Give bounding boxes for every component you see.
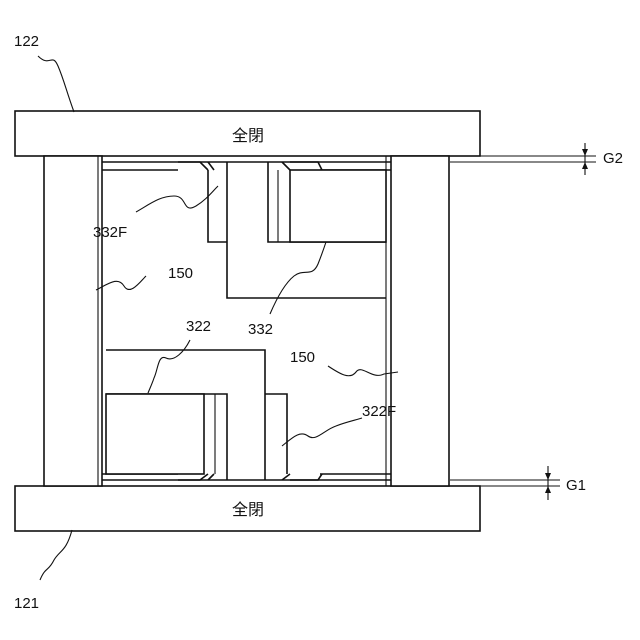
leader-332F [136,186,218,212]
lower-flange-322F [178,474,322,480]
upper-block-332 [178,162,386,298]
leader-332 [270,242,326,314]
label-332: 332 [248,321,273,338]
top-plate: 全閉 [15,111,480,156]
lower-block-322 [106,350,322,480]
leader-122 [38,56,74,112]
label-322: 322 [186,318,211,335]
upper-flange-332F [178,162,322,170]
upper-insert [290,170,386,242]
label-150-left: 150 [168,265,193,282]
bottom-plate: 全閉 [15,486,480,531]
right-pillar [391,156,449,486]
gap-label-g1: G1 [566,477,586,494]
lower-insert [106,394,204,474]
left-pillar [44,156,102,486]
gap-label-g2: G2 [603,150,623,167]
top-plate-state-label: 全閉 [232,126,264,145]
label-top-plate-122: 122 [14,33,39,50]
bottom-plate-state-label: 全閉 [232,500,264,519]
leader-150-left [96,276,146,290]
leader-121 [40,530,72,580]
leader-322F [282,418,362,446]
label-322F: 322F [362,403,396,420]
label-bottom-plate-121: 121 [14,595,39,612]
leader-150-right [328,366,398,376]
leader-322 [148,340,190,393]
label-332F: 332F [93,224,127,241]
label-150-right: 150 [290,349,315,366]
